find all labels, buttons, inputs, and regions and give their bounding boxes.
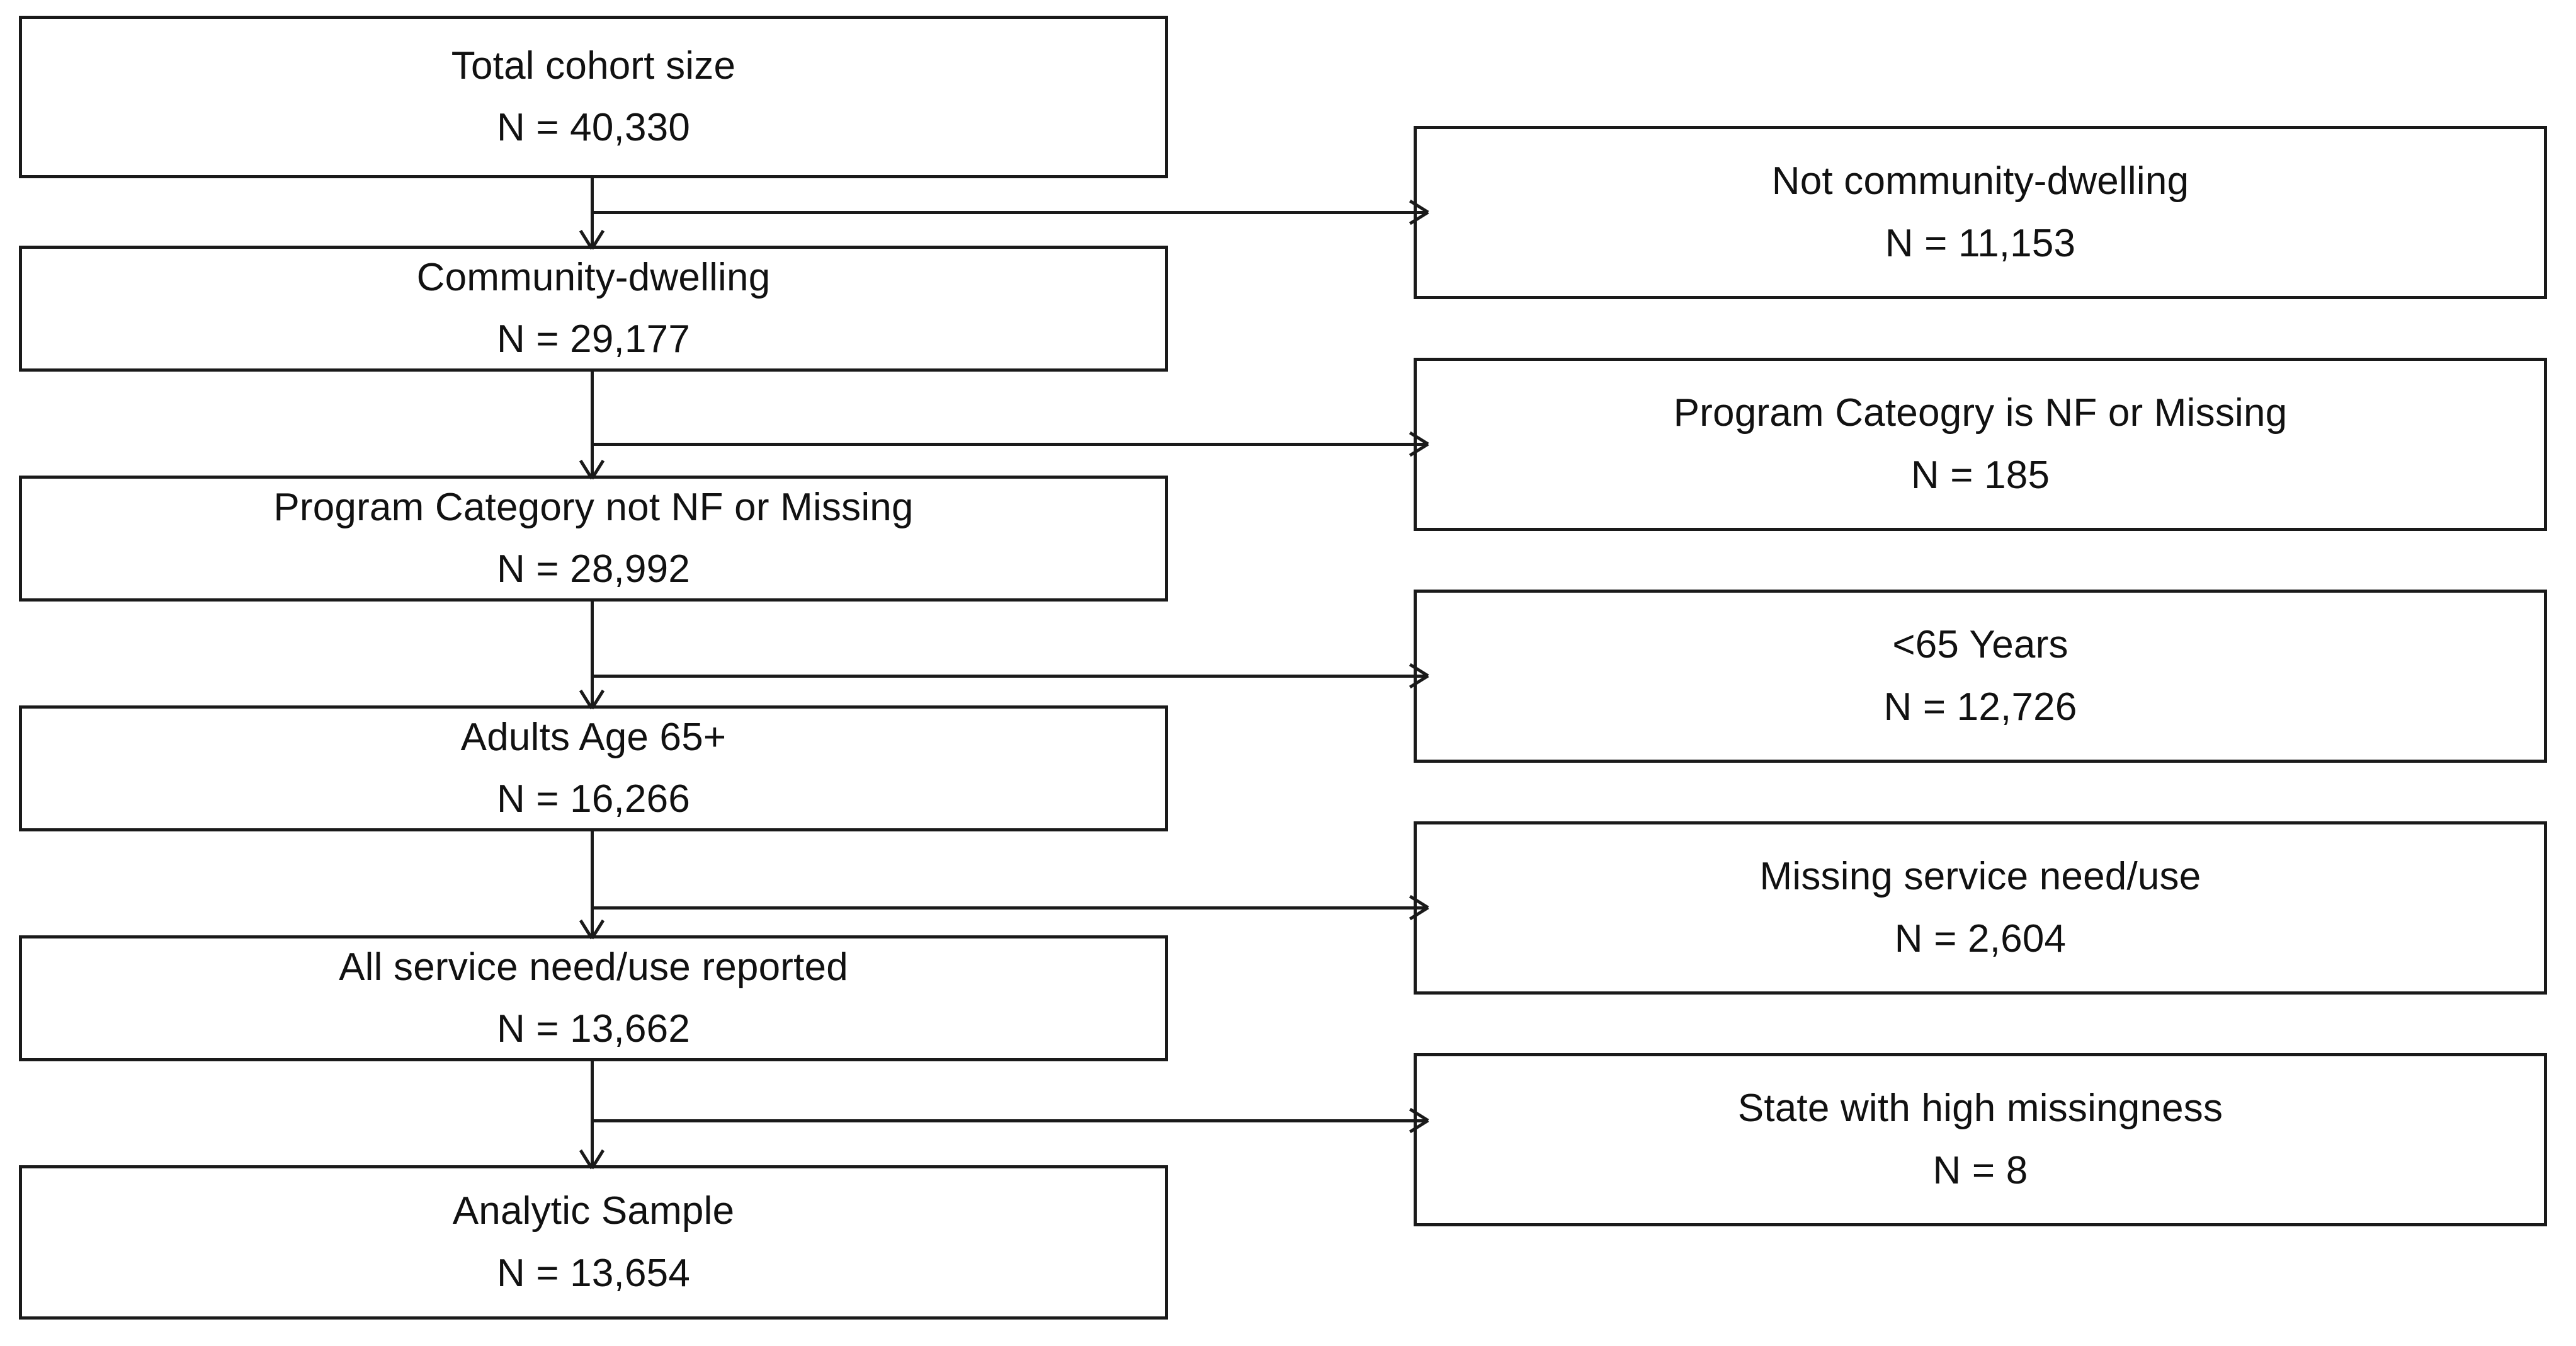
- arrow-down-icon-2: [577, 450, 606, 479]
- arrow-down-icon-4: [577, 910, 606, 938]
- flow-box-label: Analytic Sample: [452, 1189, 735, 1233]
- flow-box-label: Program Category not NF or Missing: [273, 485, 914, 529]
- exclusion-box-count: N = 8: [1932, 1148, 2028, 1192]
- arrow-right-icon-4: [1399, 893, 1428, 922]
- exclusion-box-state-high-missingness: State with high missingness N = 8: [1414, 1053, 2547, 1226]
- arrow-down-icon-3: [577, 680, 606, 709]
- exclusion-box-count: N = 12,726: [1883, 685, 2077, 729]
- flow-box-service-need-reported: All service need/use reported N = 13,662: [19, 935, 1168, 1061]
- flow-box-count: N = 16,266: [496, 777, 691, 821]
- flow-box-label: Community-dwelling: [416, 255, 771, 299]
- flow-box-label: Adults Age 65+: [460, 715, 727, 759]
- flow-box-count: N = 13,654: [496, 1251, 691, 1295]
- connector-horizontal-5: [591, 1119, 1428, 1122]
- exclusion-box-count: N = 11,153: [1885, 221, 2076, 265]
- connector-vertical-5: [591, 1061, 594, 1168]
- exclusion-box-label: Missing service need/use: [1759, 855, 2201, 899]
- exclusion-box-label: Program Cateogry is NF or Missing: [1673, 391, 2288, 435]
- flow-box-count: N = 13,662: [496, 1007, 691, 1051]
- flow-box-program-category: Program Category not NF or Missing N = 2…: [19, 476, 1168, 602]
- connector-vertical-2: [591, 372, 594, 479]
- flow-box-analytic-sample: Analytic Sample N = 13,654: [19, 1165, 1168, 1320]
- arrow-right-icon-5: [1399, 1106, 1428, 1135]
- connector-vertical-3: [591, 602, 594, 709]
- exclusion-box-program-category-nf-missing: Program Cateogry is NF or Missing N = 18…: [1414, 358, 2547, 531]
- exclusion-box-label: State with high missingness: [1737, 1086, 2223, 1131]
- arrow-right-icon-3: [1399, 661, 1428, 690]
- exclusion-box-count: N = 185: [1910, 453, 2050, 497]
- arrow-down-icon-5: [577, 1139, 606, 1168]
- connector-horizontal-1: [591, 211, 1428, 214]
- exclusion-box-count: N = 2,604: [1894, 916, 2067, 961]
- exclusion-box-label: <65 Years: [1892, 623, 2068, 667]
- connector-horizontal-2: [591, 443, 1428, 446]
- arrow-right-icon-2: [1399, 430, 1428, 459]
- exclusion-box-under-65-years: <65 Years N = 12,726: [1414, 590, 2547, 763]
- connector-horizontal-3: [591, 675, 1428, 678]
- exclusion-box-missing-service-need-use: Missing service need/use N = 2,604: [1414, 821, 2547, 995]
- flow-box-count: N = 40,330: [496, 106, 691, 149]
- flow-box-community-dwelling: Community-dwelling N = 29,177: [19, 246, 1168, 372]
- flow-box-adults-65-plus: Adults Age 65+ N = 16,266: [19, 705, 1168, 831]
- arrow-right-icon-1: [1399, 198, 1428, 227]
- connector-vertical-4: [591, 831, 594, 938]
- flow-box-count: N = 29,177: [496, 317, 691, 361]
- arrow-down-icon-1: [577, 220, 606, 249]
- connector-horizontal-4: [591, 906, 1428, 910]
- flow-box-label: All service need/use reported: [339, 945, 848, 989]
- flow-box-label: Total cohort size: [451, 43, 736, 88]
- flow-box-total-cohort: Total cohort size N = 40,330: [19, 16, 1168, 178]
- exclusion-box-label: Not community-dwelling: [1771, 159, 2189, 203]
- exclusion-box-not-community-dwelling: Not community-dwelling N = 11,153: [1414, 126, 2547, 299]
- flow-box-count: N = 28,992: [496, 547, 691, 591]
